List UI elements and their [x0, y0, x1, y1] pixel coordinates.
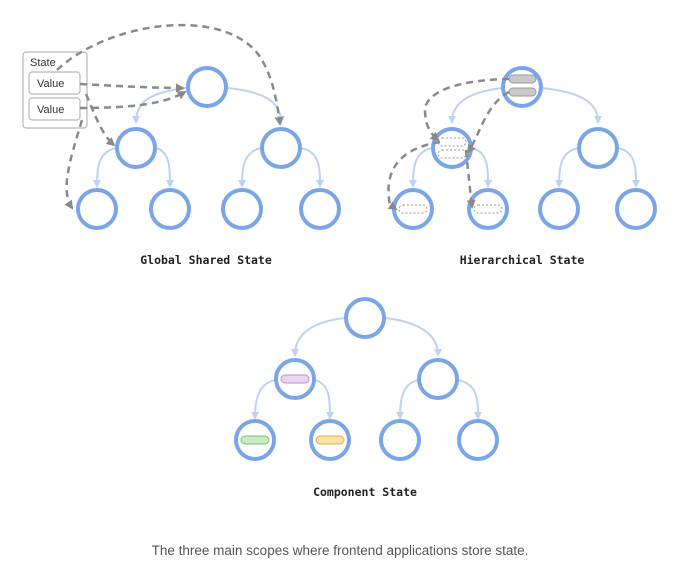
tree-node [431, 127, 473, 169]
tree-edge [251, 379, 276, 420]
component-state-pill-yellow [315, 435, 345, 445]
component-state-pill-purple [280, 374, 310, 384]
tree-node [417, 358, 459, 400]
dashed-connector [84, 93, 116, 147]
tree-edge [617, 147, 640, 188]
tree-node-root [344, 297, 386, 339]
hierarchical-state-tree: Hierarchical State [387, 66, 657, 267]
dashed-connector [79, 82, 185, 93]
tree-edge [396, 379, 419, 420]
state-pill [508, 87, 537, 97]
dashed-connector [79, 90, 187, 110]
dashed-connector [464, 149, 476, 209]
state-value-label: Value [37, 78, 64, 90]
inherited-state-pill [398, 204, 428, 214]
inherited-state-pill [437, 149, 467, 159]
diagram-title-global: Global Shared State [140, 253, 272, 267]
tree-edge [384, 317, 442, 357]
global-shared-state-tree: State Value Value Global Shared State [22, 23, 341, 267]
tree-node [149, 188, 191, 230]
state-scopes-diagram: State Value Value Global Shared State [22, 23, 657, 499]
tree-edge [314, 379, 334, 420]
tree-edge [555, 147, 579, 188]
dashed-connector [387, 140, 441, 211]
tree-node [538, 188, 580, 230]
tree-node-root [186, 66, 228, 108]
diagram-title-component: Component State [313, 485, 417, 499]
dashed-connector [423, 77, 510, 142]
state-value-box [28, 71, 81, 95]
inherited-state-pill [437, 137, 467, 147]
inherited-state-pill [473, 204, 503, 214]
tree-edge [227, 87, 285, 124]
tree-node [260, 127, 302, 169]
tree-edge [238, 147, 262, 188]
state-pill [508, 74, 537, 84]
diagram-title-hierarchical: Hierarchical State [460, 253, 585, 267]
component-state-pill-green [240, 435, 270, 445]
tree-node [299, 188, 341, 230]
dashed-connector [56, 23, 284, 126]
component-state-tree: Component State [234, 297, 499, 499]
tree-edge [541, 87, 602, 124]
state-value-box [28, 97, 81, 121]
tree-node [615, 188, 657, 230]
global-state-box: State Value Value [22, 51, 88, 129]
tree-edge [291, 317, 346, 357]
state-box-label: State [30, 57, 56, 69]
dashed-connector [64, 119, 84, 210]
tree-edge [93, 147, 117, 188]
tree-node-root [501, 66, 543, 108]
tree-edge [409, 147, 433, 188]
tree-edge [448, 87, 503, 124]
tree-node [76, 188, 118, 230]
tree-edge [471, 147, 492, 188]
tree-node [221, 188, 263, 230]
dashed-connector [466, 90, 510, 154]
tree-edge [155, 147, 174, 188]
tree-node [457, 419, 499, 461]
state-value-label: Value [37, 104, 64, 116]
tree-node [379, 419, 421, 461]
tree-edge [300, 147, 324, 188]
tree-edge [457, 379, 482, 420]
tree-node [577, 127, 619, 169]
tree-node [115, 127, 157, 169]
figure-caption: The three main scopes where frontend app… [151, 543, 529, 558]
